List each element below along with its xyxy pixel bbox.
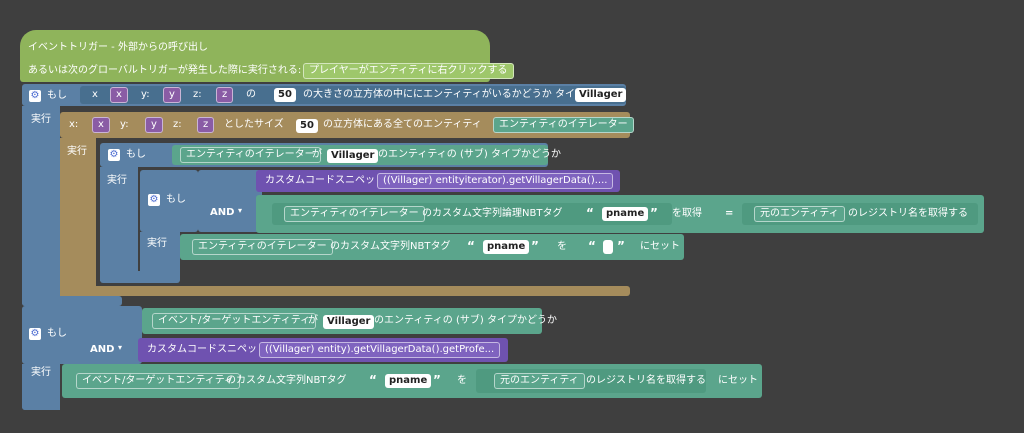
loop-size-number[interactable]: 50	[296, 119, 318, 133]
nbt-logic-text: のカスタム文字列論理NBTタグ	[422, 208, 563, 219]
subtype-dropdown-2[interactable]: Villager	[323, 315, 375, 329]
iterator-ref[interactable]: エンティティのイテレーター	[180, 147, 321, 163]
ga-label-2: が	[308, 315, 318, 326]
nbt-key-text-2[interactable]: pname	[483, 240, 530, 254]
quote-open-icon: “	[467, 239, 475, 253]
do-label-4: 実行	[31, 367, 51, 378]
subtype-text: のエンティティの (サブ) タイプかどうか	[378, 149, 561, 160]
trigger-dropdown[interactable]: プレイヤーがエンティティに右クリックする	[303, 63, 514, 79]
z-variable[interactable]: z	[216, 87, 234, 103]
get-label: を取得	[672, 208, 702, 219]
cube-size-number[interactable]: 50	[274, 88, 296, 102]
trigger-description: あるいは次のグローバルトリガーが発生した際に実行される:	[28, 65, 302, 76]
y-variable[interactable]: y	[163, 87, 181, 103]
if-block-4[interactable]	[22, 306, 142, 364]
ga-label: が	[312, 149, 322, 160]
quote-close-icon: ”	[617, 239, 625, 253]
quote-close-icon: ”	[531, 239, 539, 253]
and-chevron-icon[interactable]: ▾	[118, 343, 123, 352]
and-dropdown-2[interactable]: AND	[90, 344, 115, 355]
mutator-gear-icon-4[interactable]: ⚙	[29, 328, 41, 340]
nbt-key-text-3[interactable]: pname	[385, 374, 432, 388]
quote-close-icon: ”	[433, 373, 441, 387]
all-entities-text: の立方体にある全てのエンティティ	[323, 119, 482, 130]
trigger-title: イベントトリガー - 外部からの呼び出し	[28, 42, 208, 53]
y-label: y:	[141, 89, 150, 100]
snippet-code-field[interactable]: ((Villager) entityiterator).getVillagerD…	[377, 173, 614, 189]
original-entity-ref[interactable]: 元のエンティティ	[754, 206, 845, 222]
do-label-3: 実行	[147, 238, 167, 249]
loop-z-variable[interactable]: z	[197, 117, 215, 133]
mutator-gear-icon-3[interactable]: ⚙	[148, 194, 160, 206]
set-label-2: にセット	[718, 375, 758, 386]
snippet-label-2: カスタムコードスニペット:	[147, 344, 271, 355]
and-chevron-icon[interactable]: ▾	[238, 206, 243, 215]
wo-label-2: を	[457, 375, 467, 386]
nbt-key-text[interactable]: pname	[602, 207, 649, 221]
loop-y-label: y:	[120, 119, 129, 130]
loop-x-label: x:	[69, 119, 79, 130]
size-label: としたサイズ	[224, 119, 284, 130]
target-entity-ref-2[interactable]: イベント/ターゲットエンティティ	[76, 373, 241, 389]
target-entity-ref[interactable]: イベント/ターゲットエンティティ	[152, 313, 317, 329]
wo-label: を	[557, 241, 567, 252]
mutator-gear-icon-2[interactable]: ⚙	[108, 149, 120, 161]
set-label: にセット	[640, 241, 680, 252]
quote-close-icon: ”	[650, 206, 658, 220]
do-label-2: 実行	[107, 175, 127, 186]
if-label-2: もし	[126, 149, 146, 160]
subtype-dropdown[interactable]: Villager	[327, 149, 379, 163]
loop-z-label: z:	[173, 119, 182, 130]
cube-text: の大きさの立方体の中ににエンティティがいるかどうか タイプ	[303, 89, 585, 100]
if-label: もし	[47, 90, 67, 101]
if-label-3: もし	[166, 194, 186, 205]
z-label: z:	[193, 89, 202, 100]
iterator-ref-3[interactable]: エンティティのイテレーター	[192, 239, 333, 255]
mutator-gear-icon[interactable]: ⚙	[29, 90, 41, 102]
entity-type-dropdown[interactable]: Villager	[575, 88, 627, 102]
do-label: 実行	[31, 114, 51, 125]
subtype-text-2: のエンティティの (サブ) タイプかどうか	[374, 315, 557, 326]
loop-y-variable[interactable]: y	[145, 117, 163, 133]
equals-operator[interactable]: =	[725, 208, 734, 219]
registry-text: のレジストリ名を取得する	[848, 208, 968, 219]
quote-open-icon: “	[588, 239, 596, 253]
iterator-variable[interactable]: エンティティのイテレーター	[493, 117, 634, 133]
quote-open-icon: “	[586, 206, 594, 220]
iterator-ref-2[interactable]: エンティティのイテレーター	[284, 206, 425, 222]
snippet-label: カスタムコードスニペット:	[265, 175, 389, 186]
nbt-string-text: のカスタム文字列NBTタグ	[330, 241, 451, 252]
logic-and-block[interactable]	[198, 170, 262, 232]
snippet-code-field-2[interactable]: ((Villager) entity).getVillagerData().ge…	[259, 342, 501, 358]
of-label: の	[246, 89, 256, 100]
empty-string-value[interactable]	[603, 240, 613, 254]
quote-open-icon: “	[369, 373, 377, 387]
and-dropdown[interactable]: AND	[210, 207, 235, 218]
x-label: x	[92, 89, 98, 100]
registry-text-2: のレジストリ名を取得する	[586, 375, 706, 386]
loop-do-label: 実行	[67, 146, 87, 157]
if-label-4: もし	[47, 328, 67, 339]
loop-x-variable[interactable]: x	[92, 117, 110, 133]
nbt-string-text-2: のカスタム文字列NBTタグ	[226, 375, 347, 386]
original-entity-ref-2[interactable]: 元のエンティティ	[494, 373, 585, 389]
x-variable[interactable]: x	[110, 87, 128, 103]
